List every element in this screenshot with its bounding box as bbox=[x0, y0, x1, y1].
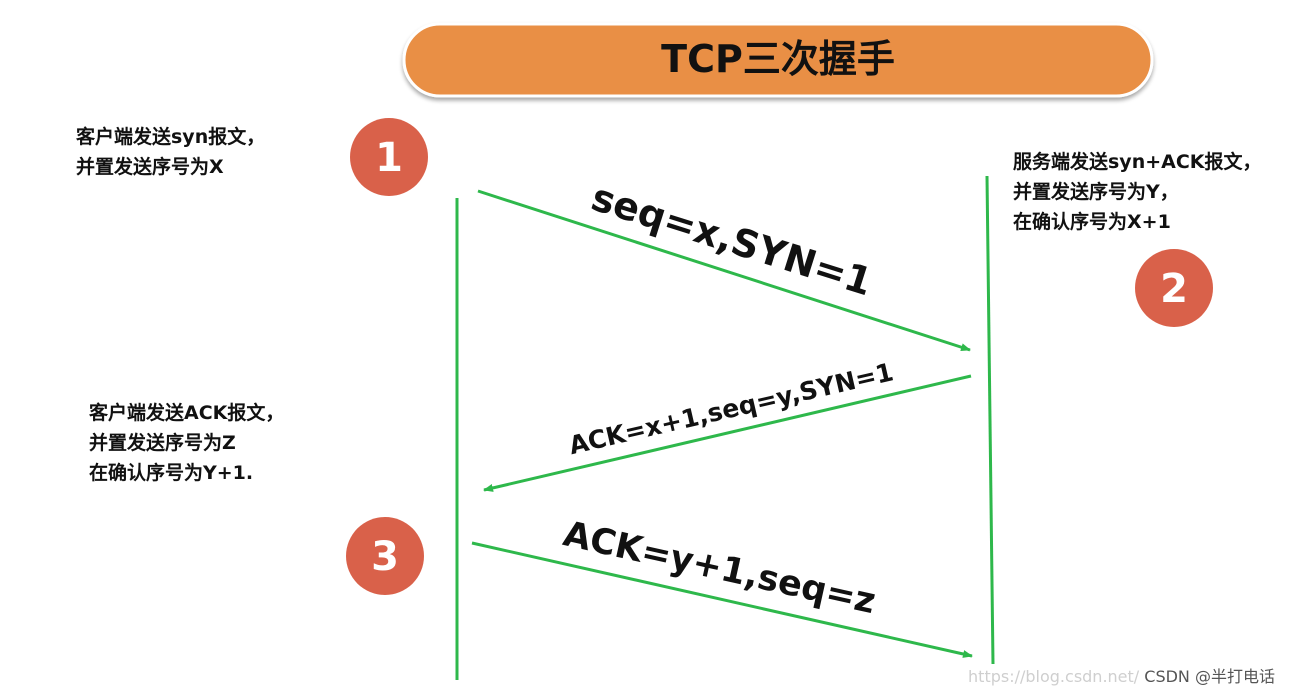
diagram-title: TCP三次握手 bbox=[661, 37, 895, 81]
message-label-ack: ACK=y+1,seq=z bbox=[560, 514, 879, 622]
server-lifeline bbox=[985, 175, 995, 665]
step-1-badge: 1 bbox=[350, 118, 428, 196]
step-2-number: 2 bbox=[1160, 266, 1188, 312]
message-label-syn-ack: ACK=x+1,seq=y,SYN=1 bbox=[566, 357, 896, 460]
client-step1-note: 客户端发送syn报文， 并置发送序号为X bbox=[76, 122, 265, 182]
server-step2-note-line: 在确认序号为X+1 bbox=[1013, 211, 1171, 233]
watermark-text: CSDN @半打电话 bbox=[1144, 667, 1275, 686]
csdn-watermark: https://blog.csdn.net/ CSDN @半打电话 bbox=[968, 663, 1275, 687]
server-step2-note: 服务端发送syn+ACK报文， 并置发送序号为Y， 在确认序号为X+1 bbox=[1013, 147, 1262, 237]
client-step1-note-line: 客户端发送syn报文， bbox=[76, 126, 266, 148]
message-arrow-ack bbox=[471, 541, 973, 658]
step-3-badge: 3 bbox=[346, 517, 424, 595]
message-arrow-syn bbox=[477, 189, 971, 352]
client-step3-note-line: 客户端发送ACK报文， bbox=[89, 402, 285, 424]
client-step3-note: 客户端发送ACK报文， 并置发送序号为Z 在确认序号为Y+1. bbox=[89, 398, 284, 488]
step-1-number: 1 bbox=[375, 135, 403, 181]
step-3-number: 3 bbox=[371, 534, 399, 580]
client-step3-note-line: 在确认序号为Y+1. bbox=[89, 462, 254, 484]
step-1-circle bbox=[350, 118, 428, 196]
message-arrow-syn-ack bbox=[483, 374, 972, 492]
client-step3-note-line: 并置发送序号为Z bbox=[89, 432, 236, 454]
title-banner: TCP三次握手 bbox=[402, 22, 1154, 98]
server-step2-note-line: 服务端发送syn+ACK报文， bbox=[1013, 151, 1262, 173]
step-2-circle bbox=[1135, 249, 1213, 327]
title-banner-shape bbox=[402, 22, 1154, 98]
step-2-badge: 2 bbox=[1135, 249, 1213, 327]
watermark-url: https://blog.csdn.net/ bbox=[968, 667, 1140, 686]
server-step2-note-line: 并置发送序号为Y， bbox=[1013, 181, 1179, 203]
step-3-circle bbox=[346, 517, 424, 595]
client-step1-note-line: 并置发送序号为X bbox=[76, 156, 224, 178]
